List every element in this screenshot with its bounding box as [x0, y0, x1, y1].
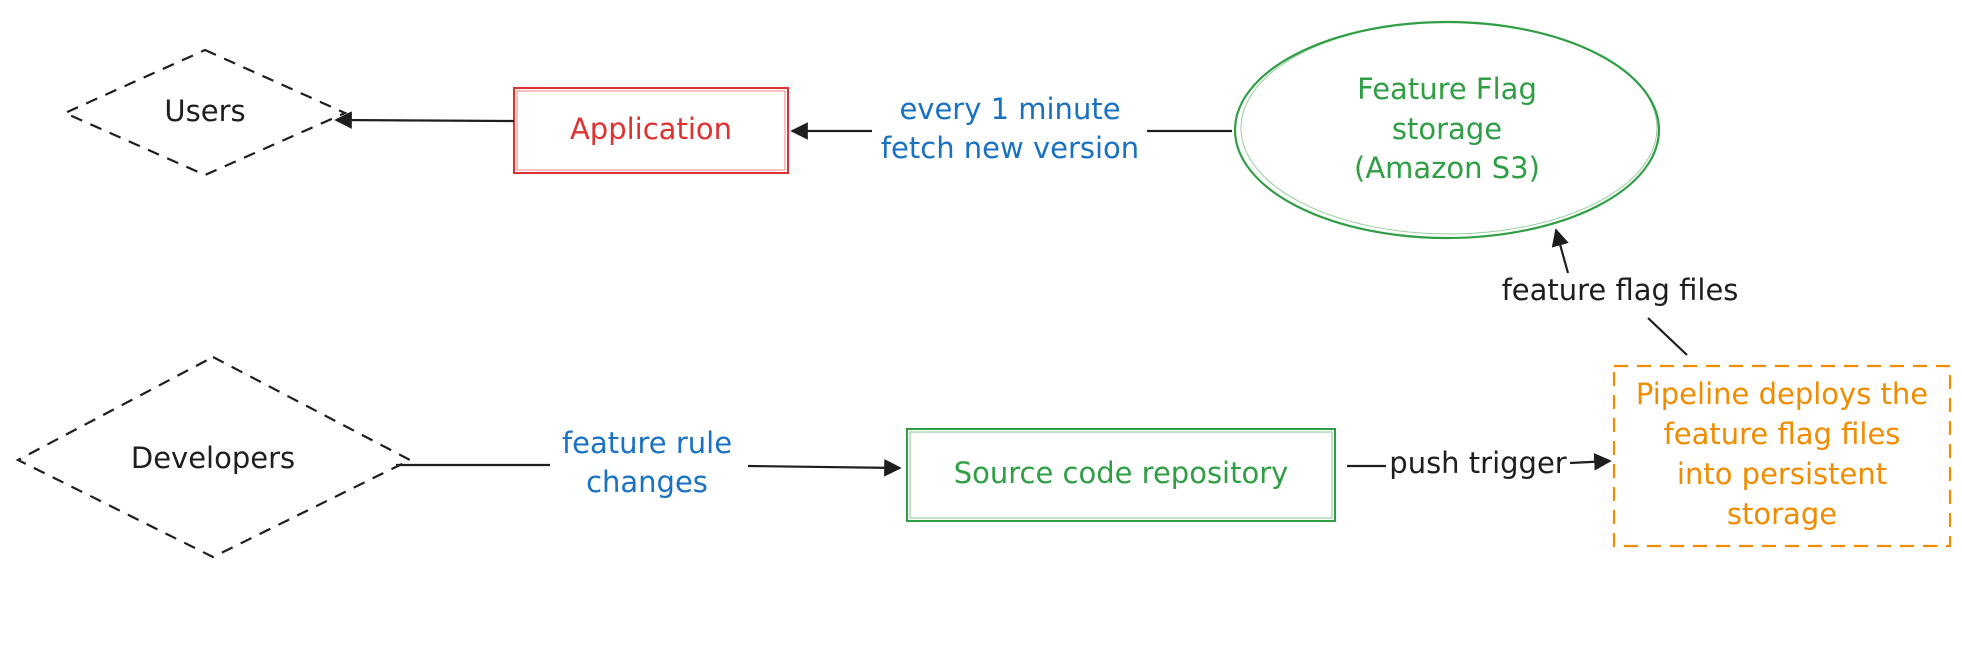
source-code-repository-node[interactable]: Source code repository	[906, 428, 1336, 522]
users-label: Users	[164, 94, 245, 128]
application-node[interactable]: Application	[513, 87, 789, 174]
pipeline-label-line-4: storage	[1727, 497, 1837, 531]
pipeline-node[interactable]: Pipeline deploys the feature flag files …	[1612, 364, 1952, 548]
fetch-label-line-1: every 1 minute	[899, 92, 1120, 126]
storage-label-line-3: (Amazon S3)	[1354, 151, 1540, 185]
rule-changes-label-line-1: feature rule	[562, 426, 732, 460]
application-box	[513, 87, 789, 174]
pipeline-label-line-2: feature flag files	[1664, 417, 1901, 451]
application-label: Application	[570, 112, 732, 146]
edge-developers-to-repository: feature rule changes	[396, 426, 902, 499]
rule-changes-label-line-2: changes	[586, 465, 708, 499]
fetch-label-line-2: fetch new version	[881, 131, 1139, 165]
pipeline-label-line-1: Pipeline deploys the	[1636, 377, 1928, 411]
feature-flag-files-label: feature flag files	[1502, 273, 1739, 307]
storage-label-line-1: Feature Flag	[1357, 72, 1537, 106]
developers-node[interactable]: Developers	[15, 355, 413, 559]
feature-flag-storage-node[interactable]: Feature Flag storage (Amazon S3)	[1233, 20, 1661, 240]
edge-pipeline-to-storage: feature flag files	[1502, 228, 1739, 356]
storage-label-line-2: storage	[1392, 112, 1502, 146]
users-diamond-shape	[62, 48, 348, 177]
repository-box	[906, 428, 1336, 522]
edge-storage-to-application: every 1 minute fetch new version	[790, 92, 1232, 165]
pipeline-label-line-3: into persistent	[1677, 457, 1887, 491]
repository-label: Source code repository	[954, 456, 1289, 490]
developers-label: Developers	[131, 441, 295, 475]
edge-repository-to-pipeline: push trigger	[1347, 446, 1612, 480]
edge-application-to-users	[334, 111, 515, 129]
users-node[interactable]: Users	[62, 48, 348, 177]
push-trigger-label: push trigger	[1389, 446, 1567, 480]
pipeline-box	[1612, 364, 1952, 548]
developers-diamond-shape	[15, 355, 413, 559]
